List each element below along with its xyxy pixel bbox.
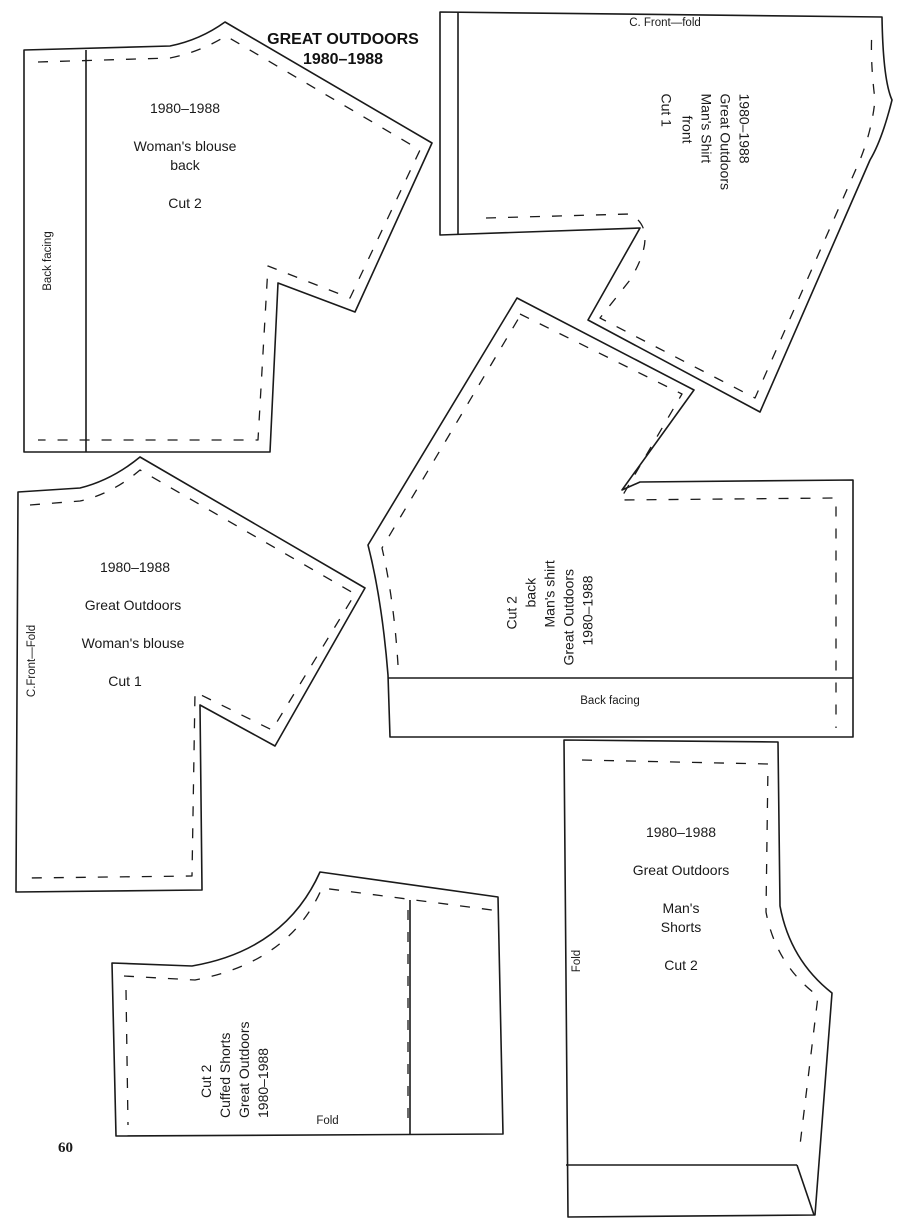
mans-shirt-back-years: 1980–1988 [579,575,596,646]
mans-shirt-back-seam [381,313,837,728]
womans-blouse-front-name: Woman's blouse [81,635,185,651]
mans-shirt-back-name-2: back [522,577,539,608]
mans-shirt-front-outline [439,11,893,413]
womans-blouse-back-years: 1980–1988 [149,100,221,116]
mans-shirt-back-cut: Cut 2 [503,596,520,630]
womans-blouse-front-years: 1980–1988 [99,559,171,575]
mans-shirt-front-label-block: 1980–1988 Great Outdoors Man's Shirt fro… [580,70,830,250]
cuffed-shorts-brand: Great Outdoors [236,1021,252,1119]
womans-blouse-back-name-1: Woman's blouse [133,138,237,154]
womans-blouse-back-name-2: back [170,157,200,173]
mans-shirt-back-facing-label: Back facing [580,695,640,707]
mans-shirt-front-name-2: front [679,115,696,144]
cuffed-shorts-fold-label: Fold [316,1115,339,1127]
mans-shorts-years: 1980–1988 [645,824,717,840]
mans-shirt-front-years: 1980–1988 [736,93,753,164]
mans-shirt-back-name-1: Man's shirt [541,560,558,628]
mans-shorts-outline [563,739,833,1218]
cuffed-shorts-years: 1980–1988 [255,1047,271,1118]
mans-shorts-fold-label: Fold [571,949,583,973]
mans-shirt-front-brand: Great Outdoors [717,93,734,191]
womans-blouse-back-cut: Cut 2 [168,195,202,211]
mans-shirt-back-brand: Great Outdoors [560,569,577,666]
womans-blouse-back-facing-label: Back facing [42,231,54,291]
mans-shorts-name-1: Man's [662,900,700,916]
mans-shirt-front-seam [485,29,876,399]
mans-shirt-front-fold-label: C. Front—fold [629,17,701,29]
mans-shirt-front-name-1: Man's Shirt [698,93,715,164]
womans-blouse-front-fold-label: C.Front—Fold [26,624,38,698]
mans-shorts-cuff-edge [796,1164,815,1216]
cuffed-shorts-cut: Cut 2 [198,1064,214,1098]
page-title: GREAT OUTDOORS [267,31,419,48]
cuffed-shorts-name: Cuffed Shorts [217,1032,233,1118]
mans-shirt-front-cut: Cut 1 [658,93,675,127]
womans-blouse-front-cut: Cut 1 [108,673,142,689]
womans-blouse-back-outline [23,21,433,453]
page-years: 1980–1988 [302,51,384,68]
cuffed-shorts-label-block: Cut 2 Cuffed Shorts Great Outdoors 1980–… [165,990,345,1119]
mans-shirt-back-label-block: Cut 2 back Man's shirt Great Outdoors 19… [440,500,660,665]
mans-shirt-back-outline [367,297,854,738]
mans-shorts-brand: Great Outdoors [632,862,730,878]
page-number: 60 [58,1140,73,1156]
mans-shorts-cut: Cut 2 [664,957,698,973]
cuffed-shorts-outline [111,871,504,1137]
womans-blouse-back-seam [37,35,421,441]
mans-shorts-name-2: Shorts [660,919,702,935]
page-title-block: GREAT OUTDOORS 1980–1988 [258,30,428,70]
womans-blouse-front-outline [15,456,366,893]
mans-shorts-seam [581,759,819,1146]
cuffed-shorts-seam [123,887,493,1126]
womans-blouse-front-brand: Great Outdoors [84,597,182,613]
